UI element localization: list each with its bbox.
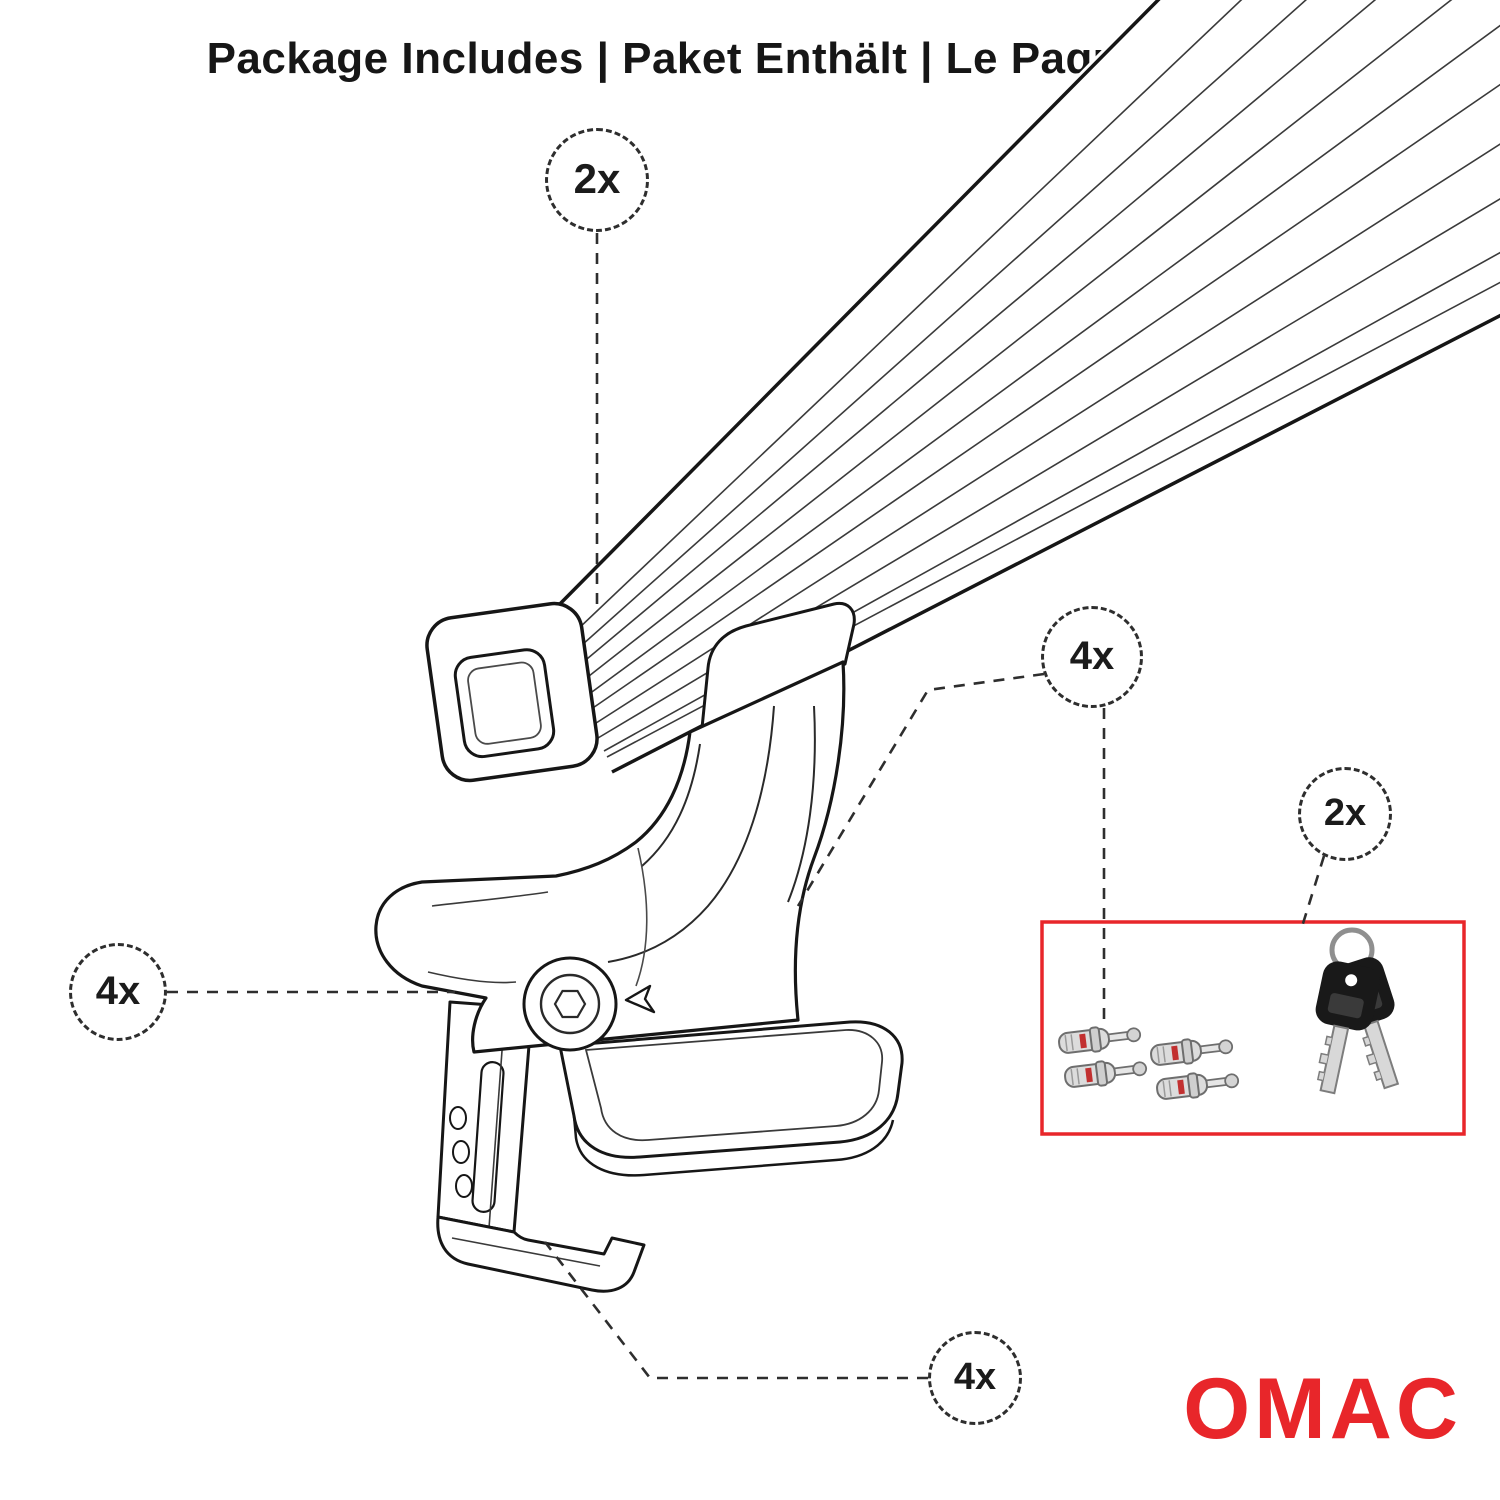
lock-cylinders-image: [1056, 1021, 1241, 1103]
leader-keys: [1299, 855, 1326, 931]
callout-label: 4x: [953, 1355, 997, 1398]
callout-label: 4x: [95, 968, 141, 1013]
mount-bolt-drawing: [522, 956, 618, 1052]
callout-crossbar-qty: 2x: [545, 128, 649, 232]
clamp-bracket-drawing: [436, 1000, 646, 1293]
keys-image: [1315, 927, 1400, 1095]
brand-logo: OMAC: [1183, 1361, 1462, 1457]
crossbar-drawing: [546, 0, 1500, 774]
callout-label: 2x: [1323, 791, 1367, 834]
callout-label: 2x: [573, 155, 621, 202]
foot-base-pad-drawing: [558, 1020, 904, 1177]
callout-mounting-foot-qty: 4x: [69, 943, 167, 1041]
end-cap-drawing: [425, 601, 599, 783]
callout-keys-qty: 2x: [1298, 767, 1392, 861]
hardware-box: [1040, 920, 1466, 1136]
leader-lock-bolts-a: [796, 672, 1045, 907]
leader-lines: [167, 233, 1326, 1380]
callout-lock-bolts-qty: 4x: [1041, 606, 1143, 708]
mounting-foot-drawing: [374, 601, 856, 1054]
callout-label: 4x: [1069, 633, 1115, 678]
key-icon: [1315, 961, 1381, 1095]
callout-clamp-qty: 4x: [928, 1331, 1022, 1425]
